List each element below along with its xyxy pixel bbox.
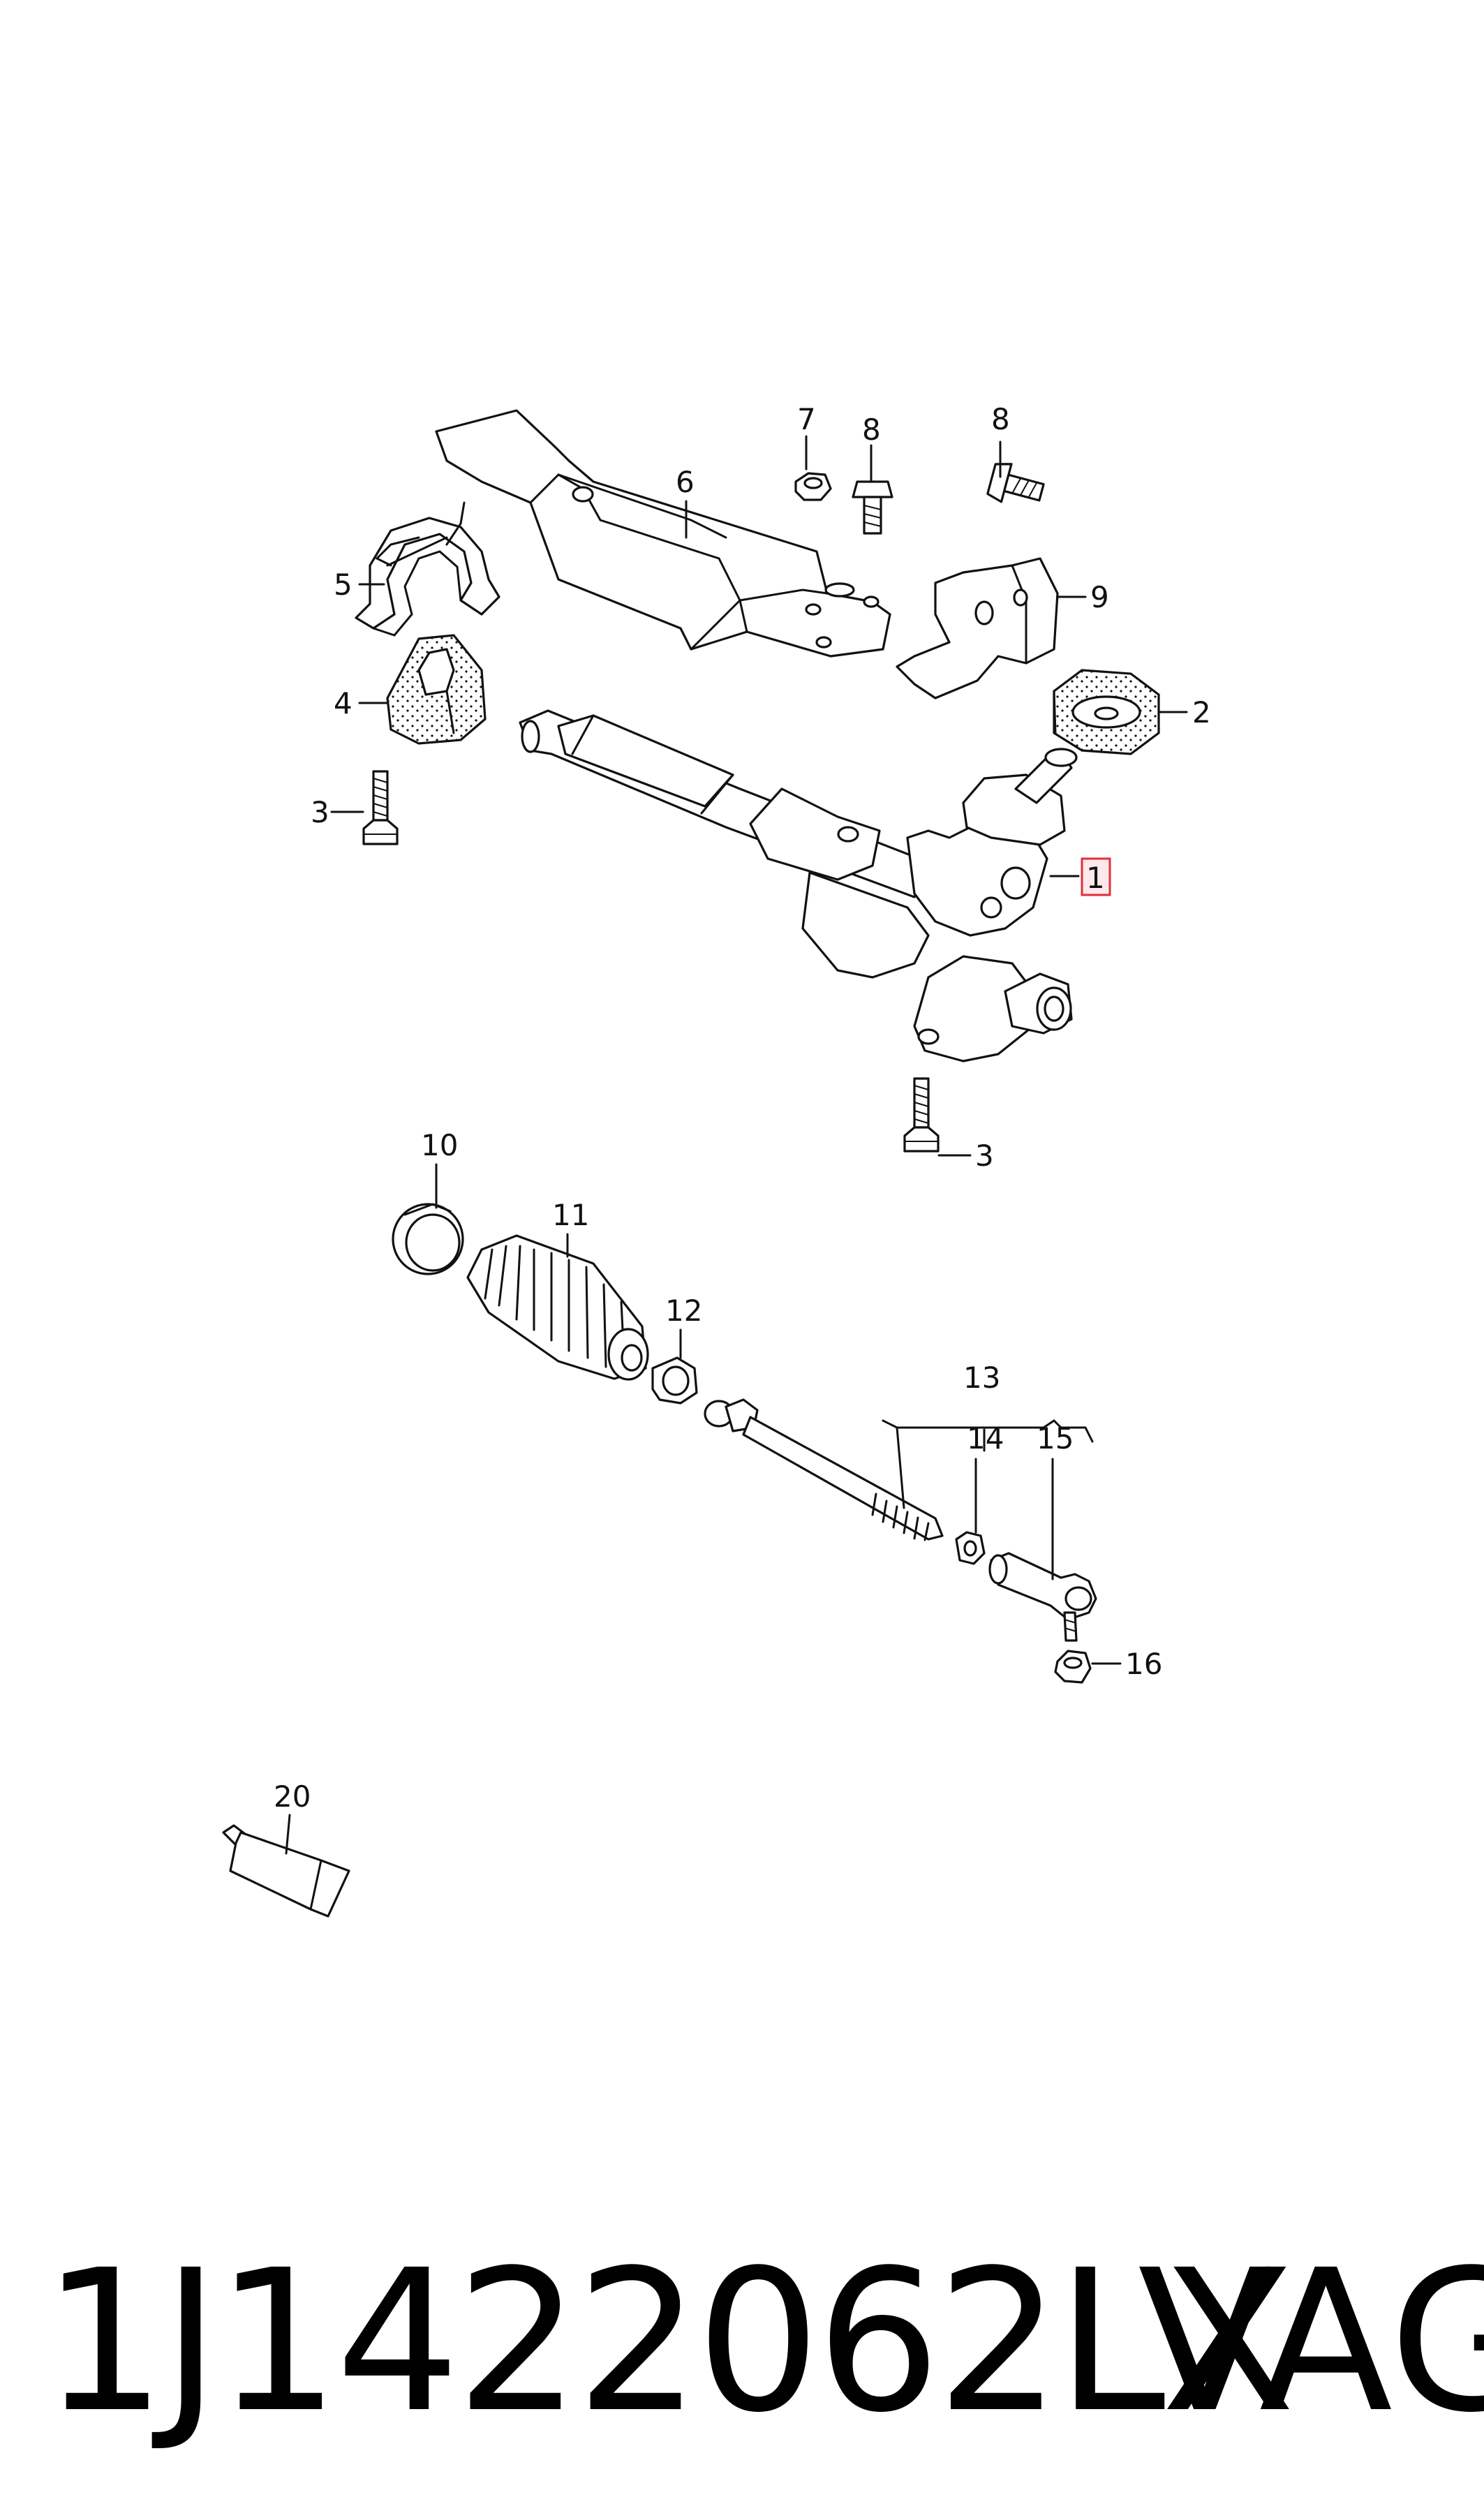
screw-part-3-lower bbox=[903, 1077, 940, 1153]
callout-label: 4 bbox=[334, 686, 353, 720]
bellows-part-11 bbox=[466, 1234, 649, 1381]
nut-part-16 bbox=[1054, 1650, 1092, 1684]
tie-rod-end-part-15 bbox=[988, 1552, 1097, 1642]
callout-label: 10 bbox=[421, 1128, 458, 1162]
clip-part-10 bbox=[392, 1203, 464, 1275]
tie-rod-part-13 bbox=[704, 1398, 944, 1541]
clamp-part-12 bbox=[651, 1356, 698, 1405]
callout-label: 20 bbox=[274, 1779, 311, 1814]
grease-tube-part-20 bbox=[222, 1824, 350, 1918]
callout-label: 8 bbox=[991, 402, 1010, 436]
screw-part-3-upper bbox=[362, 770, 399, 845]
mount-part-2 bbox=[1053, 669, 1160, 755]
callout-label: 15 bbox=[1037, 1421, 1074, 1456]
bracket-part-6 bbox=[435, 409, 891, 658]
bolt-part-8-b bbox=[985, 459, 1048, 512]
caption: 1J1422062LX VAG bbox=[0, 2216, 1484, 2468]
bush-part-4 bbox=[386, 634, 487, 745]
callout-label: 2 bbox=[1192, 695, 1211, 730]
nut-part-7 bbox=[794, 472, 832, 501]
callout-label: 9 bbox=[1090, 580, 1109, 614]
leader-lines bbox=[285, 435, 1188, 1855]
shield-part-9 bbox=[896, 557, 1059, 699]
callout-label: 13 bbox=[963, 1361, 1000, 1395]
callout-label: 3 bbox=[975, 1139, 994, 1173]
callout-label: 12 bbox=[665, 1294, 702, 1328]
nut-part-14 bbox=[955, 1531, 986, 1565]
callout-label: 11 bbox=[552, 1198, 589, 1232]
callout-label: 1 bbox=[1086, 861, 1105, 895]
callout-highlight-box bbox=[1081, 857, 1111, 896]
clamp-part-5 bbox=[355, 501, 500, 637]
callout-label: 7 bbox=[797, 402, 816, 436]
brand-name: VAG bbox=[1138, 2228, 1484, 2456]
steering-rack-part-1 bbox=[519, 709, 1078, 1062]
callout-label: 6 bbox=[676, 465, 695, 499]
callout-label: 14 bbox=[967, 1421, 1004, 1456]
bolt-part-8-a bbox=[852, 480, 893, 535]
callout-label: 8 bbox=[862, 413, 881, 447]
callout-label: 3 bbox=[311, 795, 329, 829]
callout-label: 5 bbox=[334, 568, 353, 602]
part-number: 1J1422062LX bbox=[42, 2228, 1296, 2456]
callout-label: 16 bbox=[1125, 1647, 1162, 1681]
